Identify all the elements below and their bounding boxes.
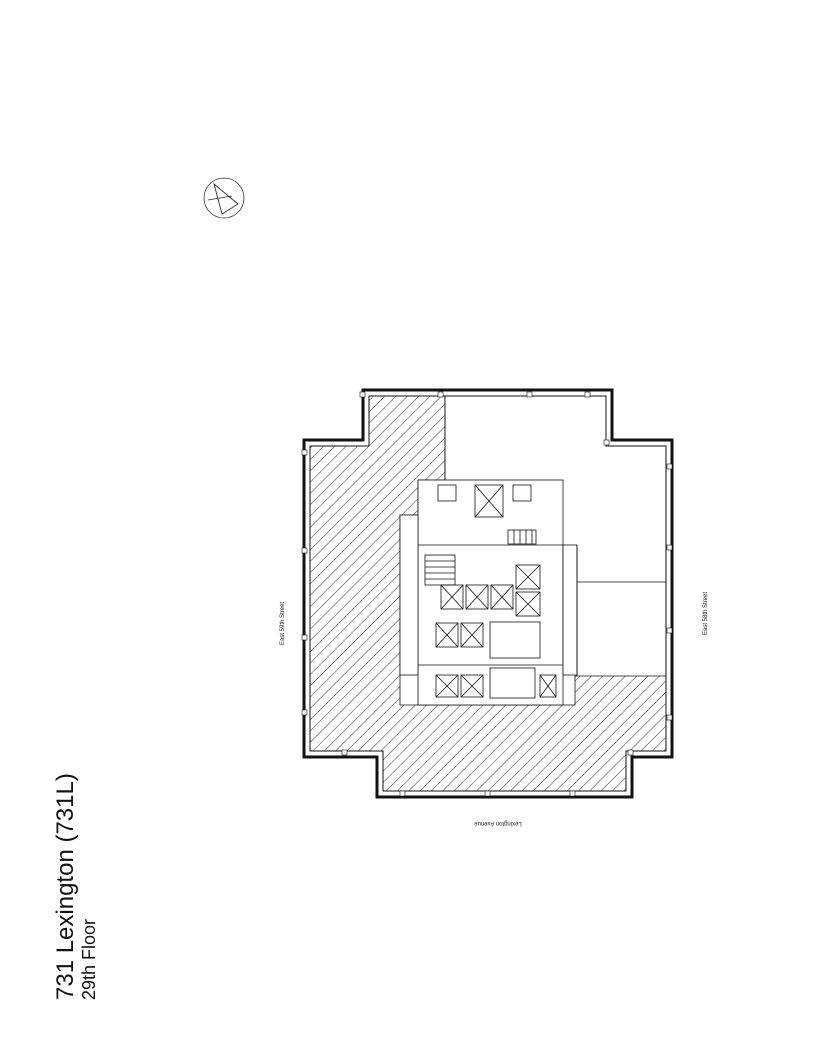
street-label-south: Lexington Avenue bbox=[474, 820, 522, 826]
elevator-bank-top bbox=[437, 484, 532, 518]
compass-icon bbox=[203, 177, 245, 219]
stair-core bbox=[424, 529, 537, 586]
street-label-west: East 59th Street bbox=[280, 602, 286, 645]
office-partitions bbox=[576, 545, 666, 676]
elevator-bank-bottom bbox=[435, 674, 557, 698]
column-markers bbox=[301, 391, 673, 797]
building-title: 731 Lexington (731L) bbox=[52, 773, 79, 1000]
floor-title: 29th Floor bbox=[79, 918, 99, 1000]
building-core bbox=[399, 396, 578, 706]
elevator-bank-middle bbox=[435, 564, 541, 648]
title-block: 731 Lexington (731L) 29th Floor bbox=[52, 700, 122, 1000]
street-label-east: East 58th Street bbox=[703, 592, 709, 635]
